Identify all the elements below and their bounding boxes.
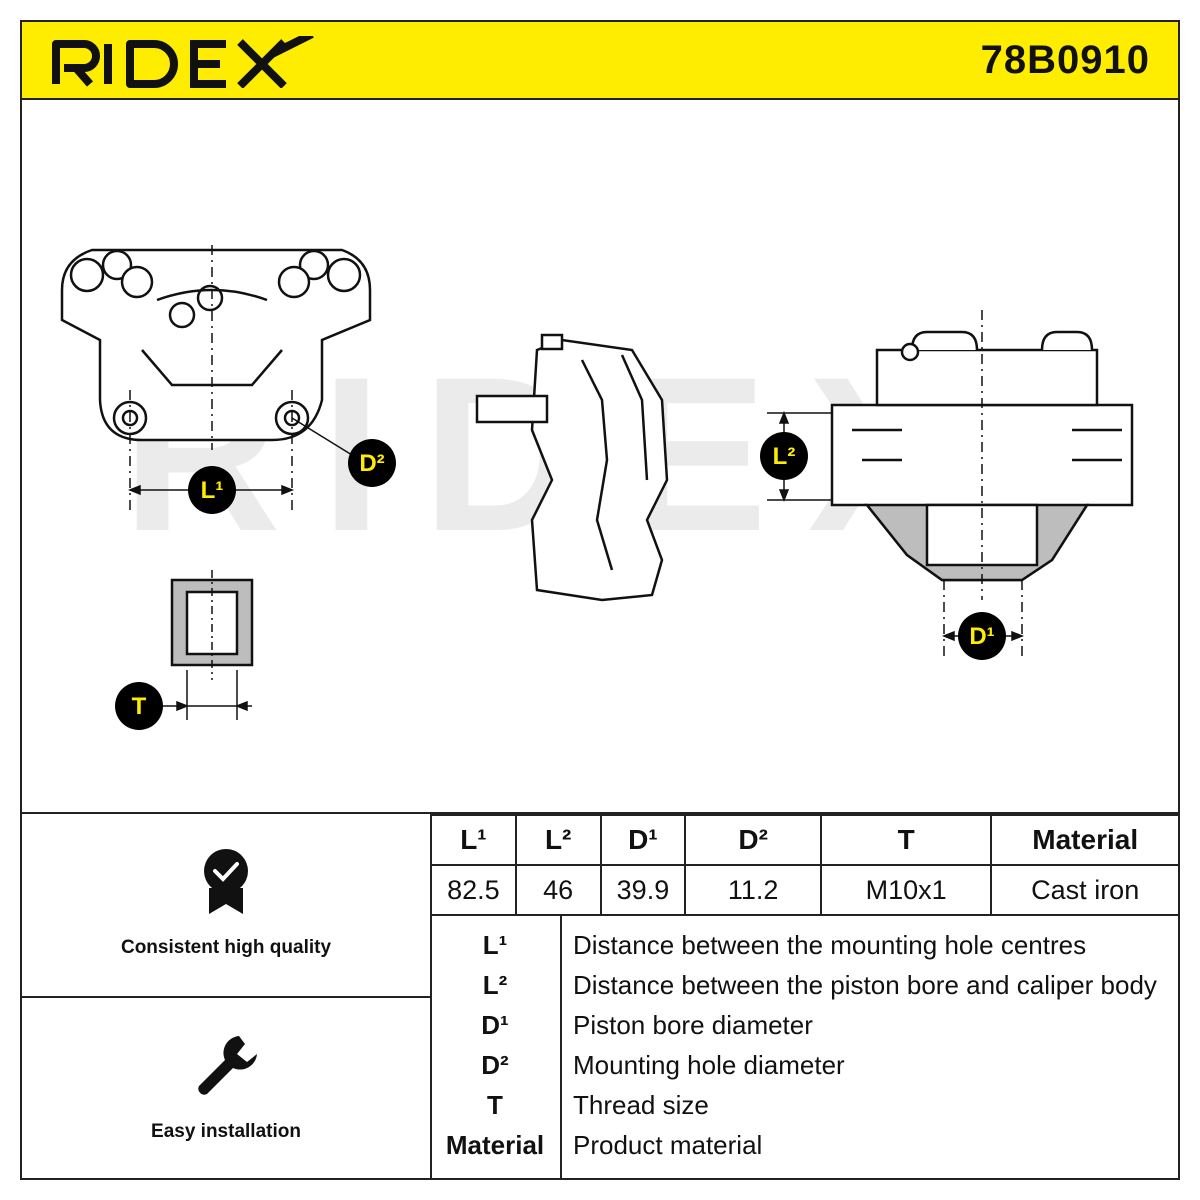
- legend-key: D²: [481, 1050, 509, 1080]
- feature-label: Easy installation: [151, 1121, 301, 1142]
- d2-badge: [348, 439, 396, 487]
- quality-badge-icon: [204, 849, 248, 914]
- spec-value: Cast iron: [990, 864, 1180, 916]
- feature-installation: Easy installation: [22, 1032, 430, 1143]
- spec-value-row: 82.5 46 39.9 11.2 M10x1 Cast iron: [430, 864, 1180, 916]
- technical-drawing: RIDEX L¹ D²: [60, 245, 1134, 730]
- spec-table: L¹ L² D¹ D² T Material 82.5 46 39.9 11.2…: [430, 814, 1180, 916]
- legend-row: L¹ Distance between the mounting hole ce…: [430, 930, 1180, 970]
- legend-key: T: [487, 1090, 503, 1120]
- thread-detail: [170, 578, 254, 667]
- legend-row: Material Product material: [430, 1130, 1180, 1170]
- spec-value: 11.2: [684, 864, 822, 916]
- l1-label: L¹: [201, 477, 224, 504]
- wrench-icon: [198, 1036, 257, 1095]
- legend-row: D¹ Piston bore diameter: [430, 1010, 1180, 1050]
- l2-badge: [760, 432, 808, 480]
- spec-value: M10x1: [819, 864, 993, 916]
- spec-header: L¹: [430, 814, 517, 866]
- spec-header: T: [819, 814, 993, 866]
- spec-header: Material: [990, 814, 1180, 866]
- ridex-logo: [52, 36, 314, 88]
- t-label: T: [132, 693, 147, 720]
- spec-header-row: L¹ L² D¹ D² T Material: [430, 814, 1180, 866]
- part-number: 78B0910: [980, 38, 1150, 82]
- d1-label: D¹: [969, 623, 994, 650]
- spec-value: 46: [514, 864, 602, 916]
- l1-badge: [188, 466, 236, 514]
- column-divider: [430, 812, 432, 1180]
- feature-quality: Consistent high quality: [22, 848, 430, 959]
- legend-key: Material: [445, 1130, 545, 1160]
- feature-label: Consistent high quality: [120, 937, 332, 958]
- spec-value: 39.9: [599, 864, 687, 916]
- spec-header: D¹: [599, 814, 687, 866]
- legend-key: L¹: [482, 930, 508, 960]
- legend-row: T Thread size: [430, 1090, 1180, 1130]
- l2-label: L²: [773, 443, 796, 470]
- spec-header: L²: [514, 814, 602, 866]
- spec-value: 82.5: [430, 864, 517, 916]
- legend-desc: Distance between the piston bore and cal…: [573, 970, 1157, 1000]
- legend-desc: Piston bore diameter: [573, 1010, 813, 1040]
- legend-key: L²: [482, 970, 508, 1000]
- t-badge: [115, 682, 163, 730]
- legend-divider: [560, 914, 562, 1180]
- d1-badge: [958, 612, 1006, 660]
- caliper-front-view: [60, 248, 372, 442]
- legend-desc: Thread size: [573, 1090, 709, 1120]
- legend-desc: Mounting hole diameter: [573, 1050, 845, 1080]
- section-divider: [20, 812, 1180, 814]
- legend-desc: Distance between the mounting hole centr…: [573, 930, 1087, 960]
- legend-desc: Product material: [573, 1130, 763, 1160]
- header-bar: 78B0910: [20, 20, 1180, 100]
- feature-divider: [20, 996, 430, 998]
- d2-label: D²: [359, 450, 384, 477]
- legend-row: L² Distance between the piston bore and …: [430, 970, 1180, 1010]
- legend-key: D¹: [481, 1010, 509, 1040]
- spec-header: D²: [684, 814, 822, 866]
- legend-row: D² Mounting hole diameter: [430, 1050, 1180, 1090]
- caliper-side-view: [475, 333, 669, 602]
